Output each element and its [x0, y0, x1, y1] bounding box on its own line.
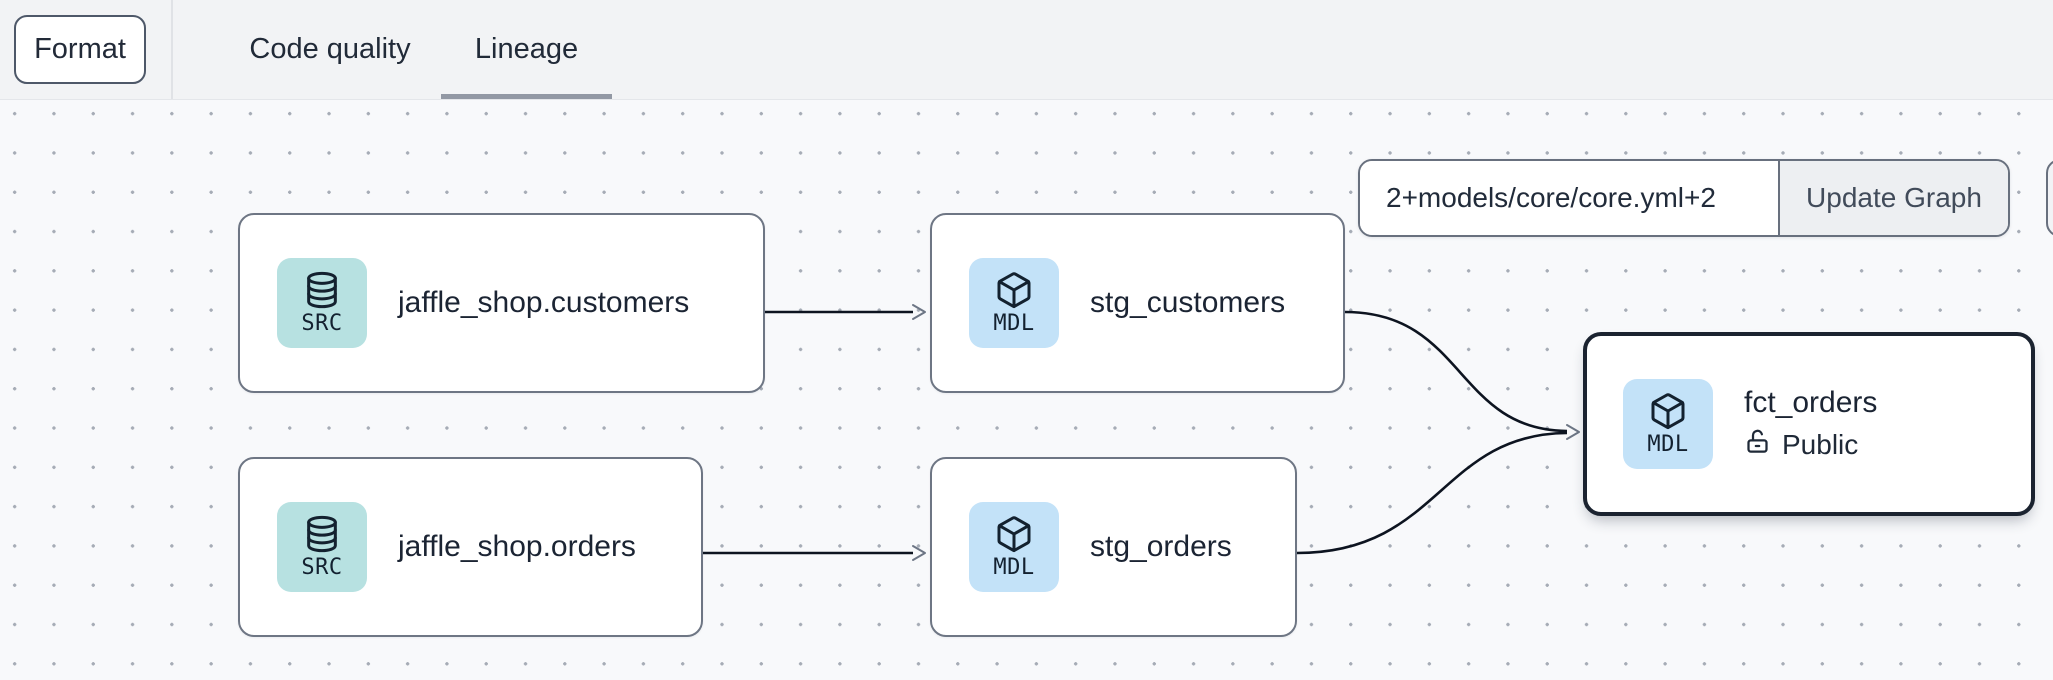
source-badge: SRC	[277, 502, 367, 592]
model-badge-label: MDL	[1647, 432, 1689, 457]
tab-code-quality[interactable]: Code quality	[249, 33, 411, 65]
node-jaffle-shop-customers[interactable]: SRC jaffle_shop.customers	[238, 213, 765, 393]
lineage-selector-group: Update Graph	[1358, 159, 2010, 237]
clipped-right-button[interactable]	[2046, 159, 2053, 237]
source-badge: SRC	[277, 258, 367, 348]
update-graph-button[interactable]: Update Graph	[1778, 161, 2008, 235]
access-row: Public	[1744, 428, 1877, 462]
database-icon	[302, 514, 342, 554]
selector-input[interactable]	[1360, 161, 1778, 235]
access-label: Public	[1782, 429, 1859, 460]
source-badge-label: SRC	[301, 311, 343, 336]
node-stg-customers[interactable]: MDL stg_customers	[930, 213, 1345, 393]
node-fct-orders[interactable]: MDL fct_orders Public	[1583, 332, 2035, 516]
model-badge: MDL	[969, 502, 1059, 592]
cube-icon	[1648, 391, 1688, 431]
lineage-edges	[703, 304, 1580, 561]
cube-icon	[994, 514, 1034, 554]
toolbar-divider	[171, 0, 173, 99]
node-label: fct_orders	[1744, 386, 1878, 419]
node-label: jaffle_shop.customers	[398, 286, 690, 319]
database-icon	[302, 270, 342, 310]
node-stg-orders[interactable]: MDL stg_orders	[930, 457, 1297, 637]
model-badge: MDL	[969, 258, 1059, 348]
lock-open-icon	[1744, 428, 1771, 462]
cube-icon	[994, 270, 1034, 310]
top-toolbar: Format Code quality Lineage	[0, 0, 2053, 100]
model-badge: MDL	[1623, 379, 1713, 469]
model-badge-label: MDL	[993, 311, 1035, 336]
node-label: stg_customers	[1090, 286, 1286, 319]
node-label: jaffle_shop.orders	[398, 530, 636, 563]
model-badge-label: MDL	[993, 555, 1035, 580]
source-badge-label: SRC	[301, 555, 343, 580]
lineage-canvas[interactable]: SRC jaffle_shop.customers MDL stg_custom…	[0, 100, 2053, 680]
format-button[interactable]: Format	[14, 15, 146, 84]
node-label: stg_orders	[1090, 530, 1232, 563]
tab-lineage[interactable]: Lineage	[441, 0, 612, 99]
node-jaffle-shop-orders[interactable]: SRC jaffle_shop.orders	[238, 457, 703, 637]
